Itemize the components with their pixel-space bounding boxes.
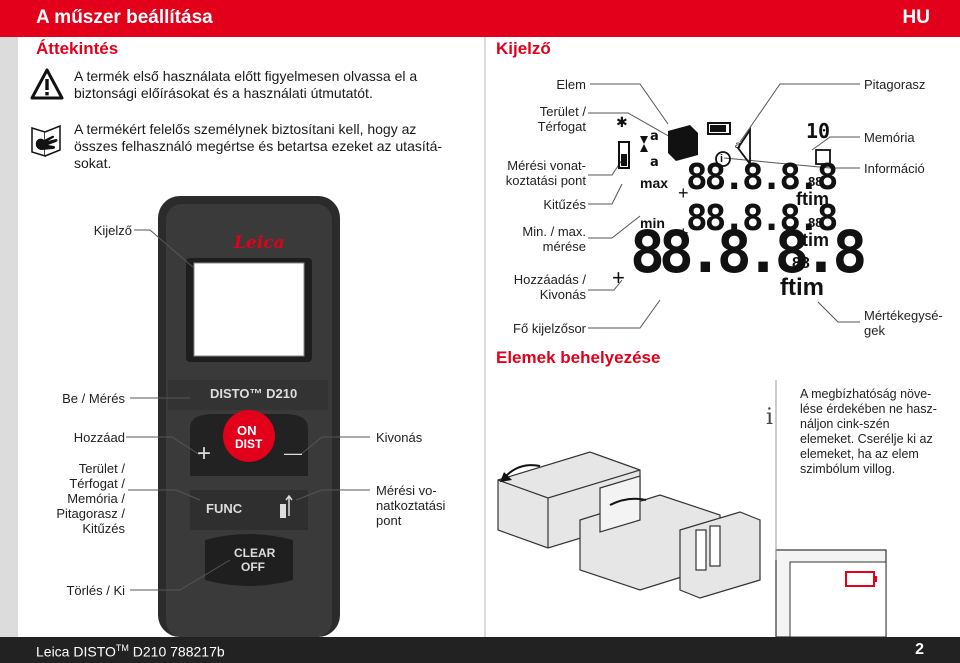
minus-button[interactable]: — [284,443,302,463]
battery-info-text: A megbízhatóság növe- lése érdekében ne … [800,387,937,476]
page-number: 2 [915,641,924,658]
lcd-unit-1: ftim [796,189,829,209]
label-element: Elem [556,77,586,92]
info-icon: i [766,405,774,430]
language-code: HU [902,7,930,28]
label-stakeout: Kitűzés [543,197,586,212]
lcd-sup-main: 88 [792,255,810,272]
lcd-icons: ✱ a a [616,115,831,170]
device-brand-logo: Leica [234,233,285,253]
page-title: A műszer beállítása [36,7,213,28]
clear-button-label[interactable]: CLEAR [234,546,276,560]
label-memory: Memória [864,130,915,145]
on-label: ON [237,423,257,438]
page-footer: Leica DISTOTM D210 788217b 2 [0,637,960,663]
callout-reference: Mérési vo- natkoztatási pont [376,483,446,528]
overview-title: Áttekintés [36,39,119,58]
label-main-line: Fő kijelzősor [513,321,586,336]
func-button[interactable]: FUNC [206,501,243,516]
warning-icon [30,68,64,100]
battery-title: Elemek behelyezése [496,348,661,367]
lcd-sup-2: 88 [808,215,823,230]
lcd-min: min [640,215,665,231]
label-information: Információ [864,161,925,176]
lcd-leader-lines [588,83,860,329]
svg-text:a: a [650,155,659,170]
on-dist-button [223,410,275,462]
dist-label: DIST [235,437,263,451]
device-body [158,196,340,637]
callout-display: Kijelző [93,223,132,238]
label-units: Mértékegysé- gek [864,308,943,338]
off-label: OFF [241,560,265,574]
lcd-a-label: a [735,140,741,151]
manual-hand-icon [31,124,61,158]
callout-area-memory: Terület / Térfogat / Memória / Pitagoras… [56,461,125,536]
label-pythagoras: Pitagorasz [864,77,926,92]
display-title: Kijelző [496,39,551,58]
svg-text:✱: ✱ [616,115,628,131]
label-add-subtract: Hozzáadás / Kivonás [513,272,586,302]
callout-on-measure: Be / Mérés [62,391,125,406]
device-model-label: DISTO™ D210 [210,386,298,401]
callout-add: Hozzáad [73,430,125,445]
label-area-volume: Terület / Térfogat [537,104,586,134]
label-min-max: Min. / max. mérése [522,224,586,254]
warning-text: A termék első használata előtt figyelmes… [74,68,418,101]
lcd-unit-2: ftim [796,230,829,250]
page-header: A műszer beállítása HU [0,0,960,37]
lcd-max: max [640,175,669,191]
device-screen [193,262,305,357]
callout-subtract: Kivonás [376,430,423,445]
lcd-sup-1: 88 [808,174,823,189]
lcd-info-symbol: i [720,153,724,165]
lcd-memory-count: 10 [806,119,831,143]
reference-point-icon[interactable] [279,494,293,520]
footer-model: Leica DISTOTM D210 788217b [36,643,225,660]
responsibility-text: A termékért felelős személynek biztosíta… [74,121,443,171]
svg-text:a: a [650,129,659,144]
plus-button[interactable]: + [197,440,212,467]
label-reference-point: Mérési vonat- koztatási pont [505,158,586,188]
callout-clear-off: Törlés / Ki [66,583,125,598]
